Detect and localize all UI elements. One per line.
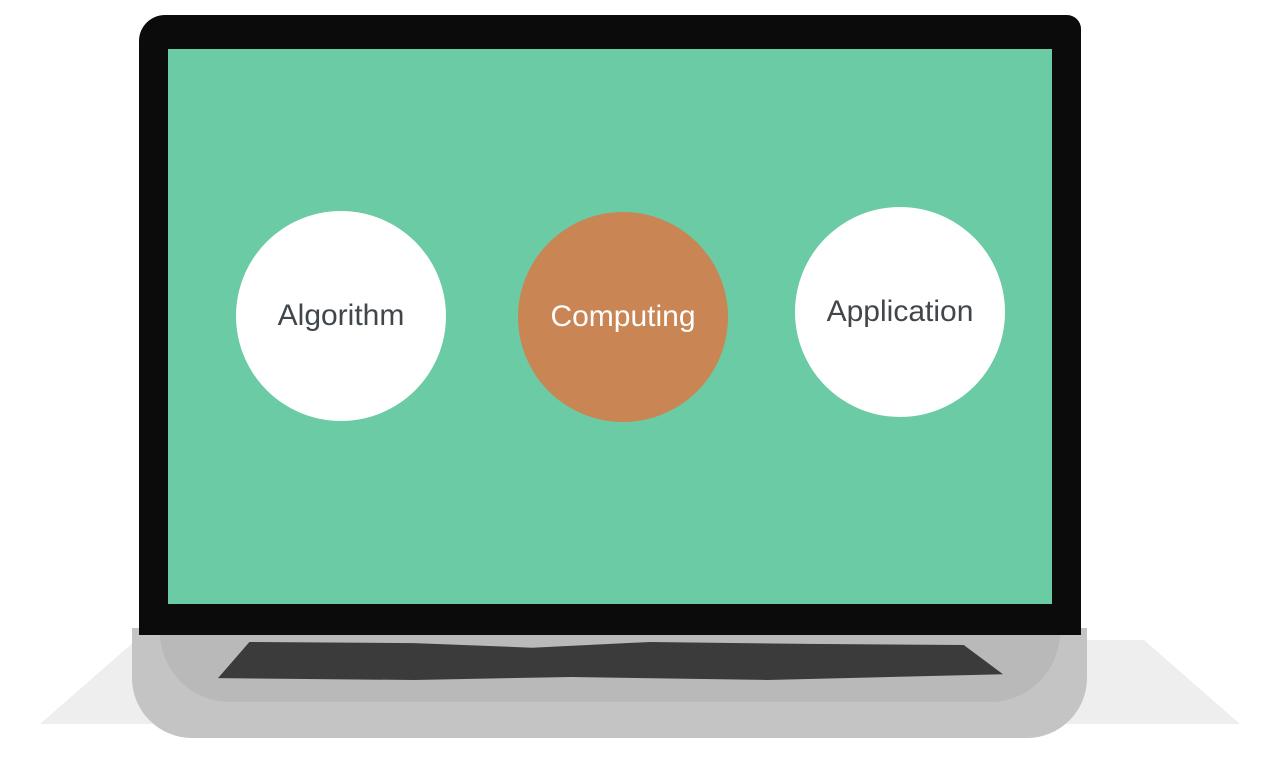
circle-application: Application: [795, 207, 1005, 417]
circle-algorithm: Algorithm: [236, 211, 446, 421]
laptop-screen: Algorithm Computing Application: [168, 49, 1052, 604]
circle-label: Computing: [550, 300, 696, 333]
laptop-keyboard: [218, 642, 1003, 680]
circle-computing: Computing: [518, 212, 728, 422]
circle-label: Algorithm: [277, 299, 405, 332]
circle-label: Application: [826, 295, 974, 328]
